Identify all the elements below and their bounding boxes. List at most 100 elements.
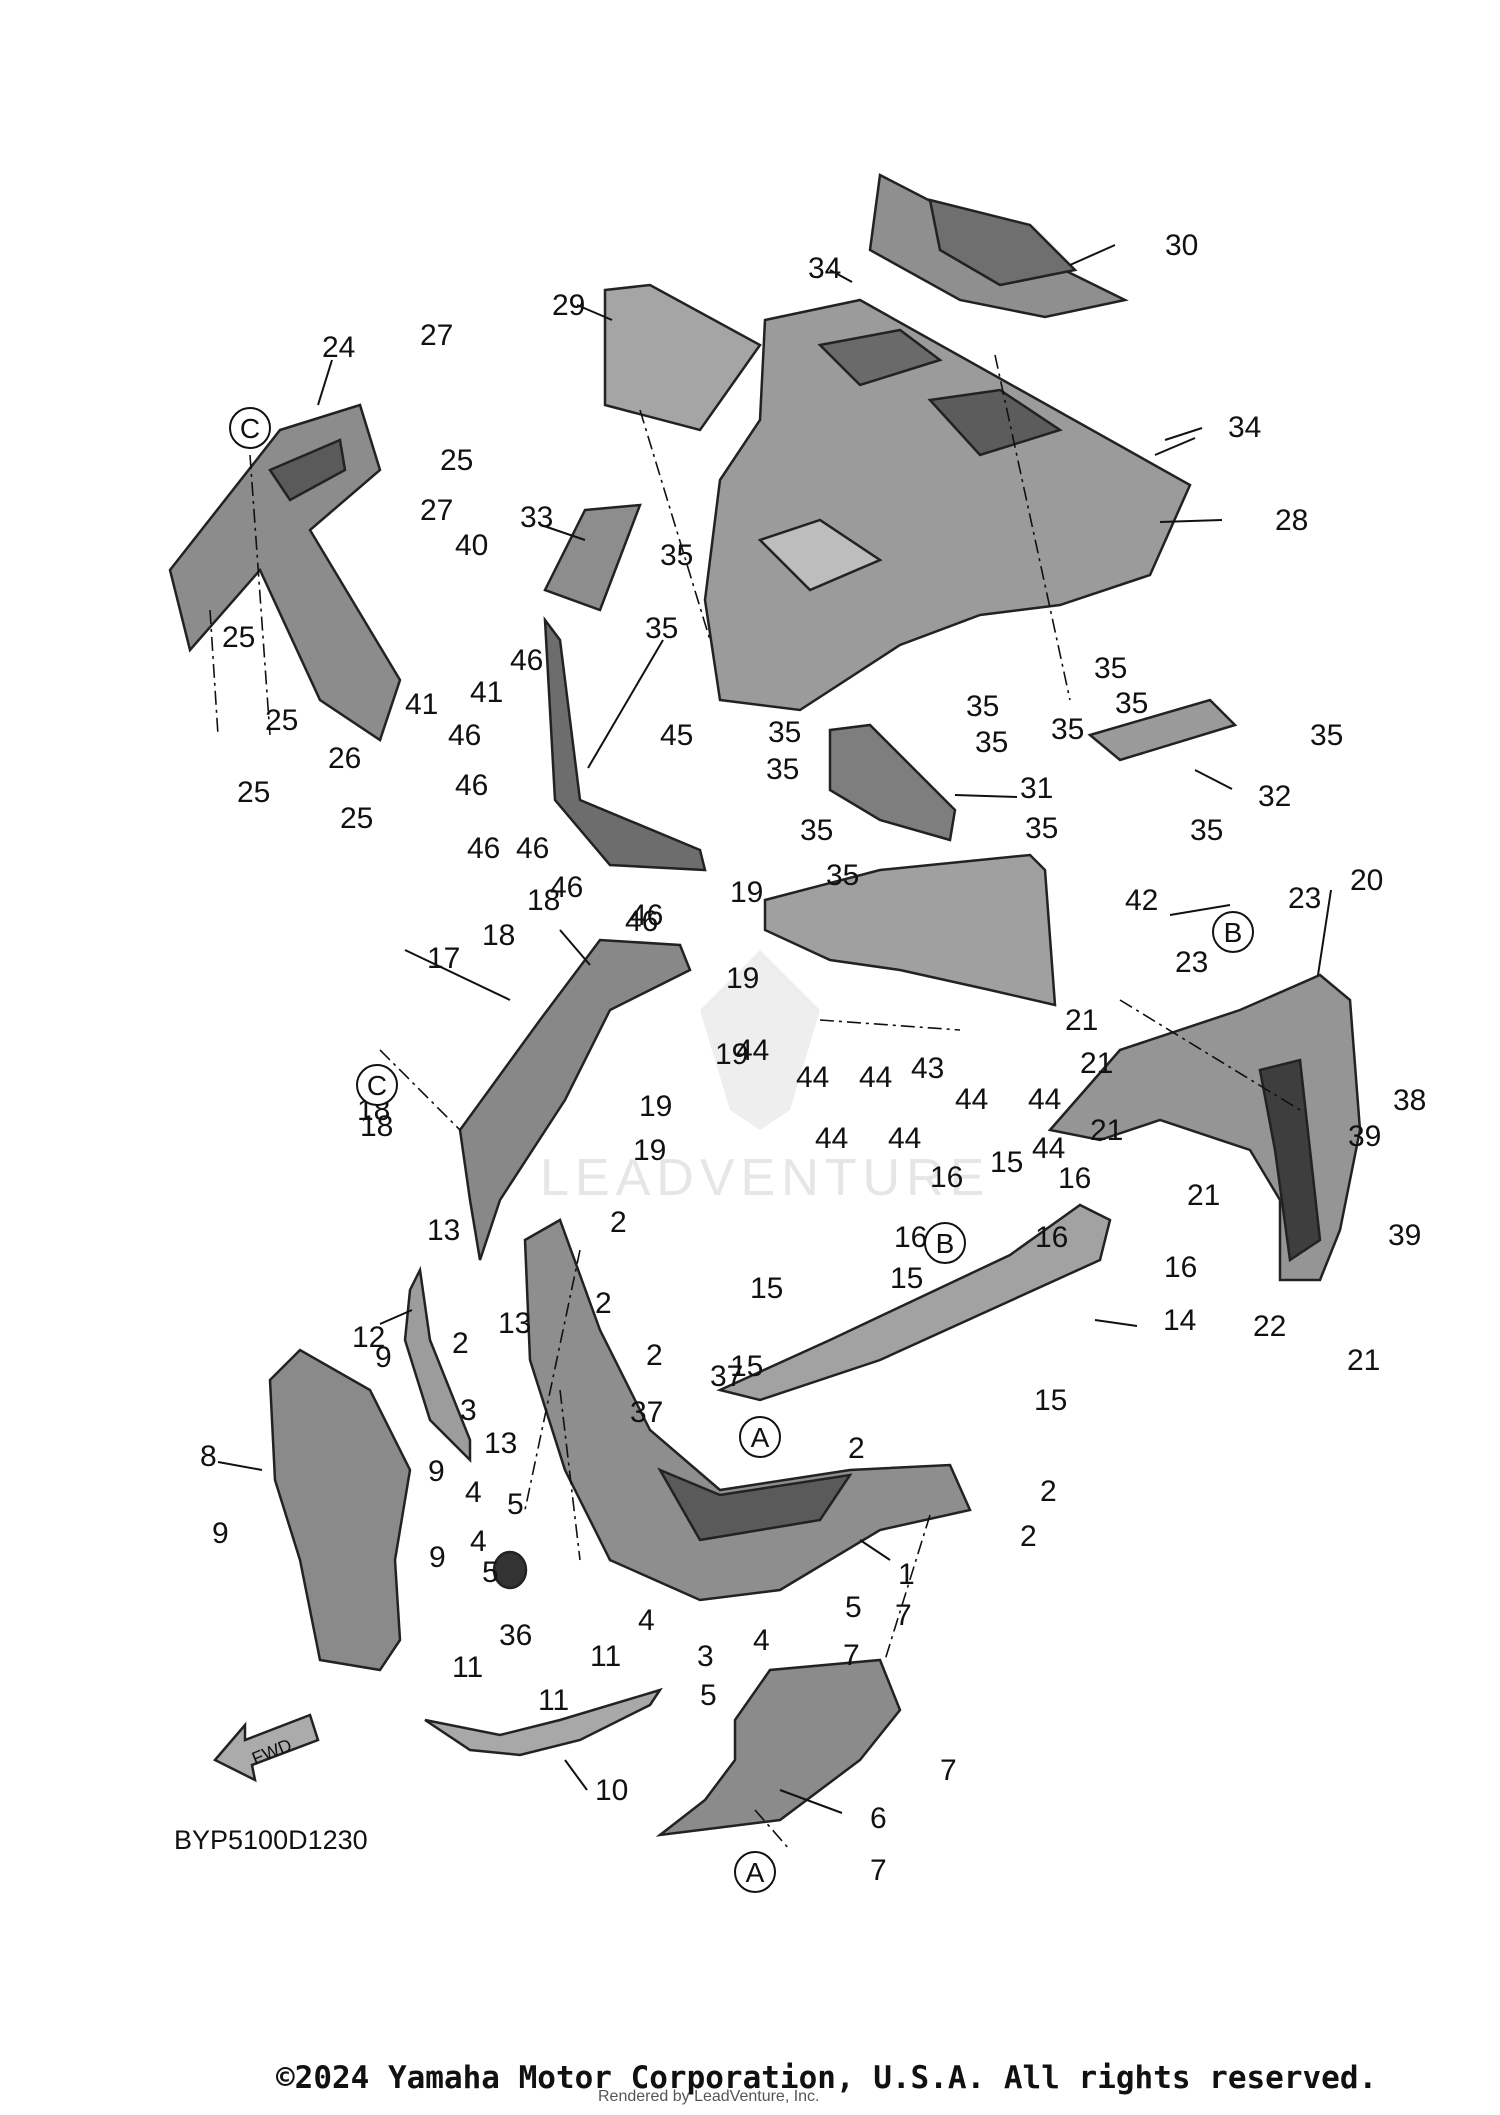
callout-46: 46: [625, 905, 658, 938]
callout-9: 9: [428, 1455, 445, 1488]
callout-27: 27: [420, 494, 453, 527]
callout-10: 10: [595, 1774, 628, 1807]
callout-2: 2: [452, 1327, 469, 1360]
callout-28: 28: [1275, 504, 1308, 537]
svg-text:B: B: [936, 1228, 955, 1259]
reference-marker-c: C: [229, 407, 271, 449]
callout-13: 13: [427, 1214, 460, 1247]
callout-15: 15: [890, 1262, 923, 1295]
reference-marker-b: B: [1212, 911, 1254, 953]
callout-15: 15: [730, 1350, 763, 1383]
callout-37: 37: [710, 1360, 743, 1393]
callout-32: 32: [1258, 780, 1291, 813]
callout-16: 16: [930, 1161, 963, 1194]
callout-35: 35: [966, 690, 999, 723]
callout-39: 39: [1348, 1120, 1381, 1153]
callout-46: 46: [448, 719, 481, 752]
callout-46: 46: [467, 832, 500, 865]
reference-marker-a: A: [734, 1851, 776, 1893]
callout-46: 46: [455, 769, 488, 802]
callout-7: 7: [870, 1854, 887, 1887]
callout-4: 4: [753, 1624, 770, 1657]
callout-2: 2: [1020, 1520, 1037, 1553]
callout-35: 35: [1190, 814, 1223, 847]
callout-19: 19: [633, 1134, 666, 1167]
callout-35: 35: [1094, 652, 1127, 685]
callout-15: 15: [750, 1272, 783, 1305]
part-32: [1087, 698, 1238, 762]
callout-18: 18: [482, 919, 515, 952]
reference-marker-b: B: [924, 1222, 966, 1264]
callout-33: 33: [520, 501, 553, 534]
callout-12: 12: [352, 1321, 385, 1354]
callout-13: 13: [484, 1427, 517, 1460]
part-29: [603, 283, 762, 432]
callout-21: 21: [1090, 1114, 1123, 1147]
callout-44: 44: [1032, 1132, 1065, 1165]
callout-27: 27: [420, 319, 453, 352]
callout-19: 19: [726, 962, 759, 995]
callout-5: 5: [845, 1591, 862, 1624]
callout-19: 19: [639, 1090, 672, 1123]
callout-35: 35: [766, 753, 799, 786]
callout-46: 46: [550, 871, 583, 904]
callout-11: 11: [538, 1684, 569, 1717]
callout-7: 7: [843, 1639, 860, 1672]
callout-26: 26: [328, 742, 361, 775]
copyright-notice: ©2024 Yamaha Motor Corporation, U.S.A. A…: [276, 2060, 1378, 2096]
callout-37: 37: [630, 1396, 663, 1429]
callout-44: 44: [796, 1061, 829, 1094]
callout-44: 44: [815, 1122, 848, 1155]
assembly-dash-lines: [209, 354, 1301, 1851]
callout-25: 25: [222, 621, 255, 654]
part-42: [763, 853, 1057, 1007]
callout-36: 36: [499, 1619, 532, 1652]
callout-8: 8: [200, 1440, 217, 1473]
part-14: [716, 1203, 1112, 1402]
fwd-arrow-icon: FWD: [213, 1713, 320, 1783]
part-shapes: FWD: [168, 173, 1362, 1837]
svg-text:B: B: [1224, 917, 1243, 948]
callout-19: 19: [715, 1038, 748, 1071]
callout-17: 17: [427, 942, 460, 975]
leader-lines: [217, 244, 1332, 1814]
callout-5: 5: [507, 1488, 524, 1521]
part-12: [403, 1265, 472, 1464]
callout-6: 6: [870, 1802, 887, 1835]
callout-13: 13: [498, 1307, 531, 1340]
reference-marker-c: C: [356, 1064, 398, 1106]
callout-35: 35: [645, 612, 678, 645]
part-28: [703, 298, 1192, 712]
callout-40: 40: [455, 529, 488, 562]
svg-text:C: C: [367, 1070, 387, 1101]
callout-5: 5: [482, 1556, 499, 1589]
callout-3: 3: [697, 1640, 714, 1673]
callout-46: 46: [630, 899, 663, 932]
callout-38: 38: [1393, 1084, 1426, 1117]
callout-23: 23: [1288, 882, 1321, 915]
callout-21: 21: [1080, 1047, 1113, 1080]
callout-11: 11: [590, 1640, 621, 1673]
callout-24: 24: [322, 331, 355, 364]
callout-16: 16: [1164, 1251, 1197, 1284]
part-1: [523, 1218, 972, 1602]
callout-35: 35: [975, 726, 1008, 759]
callout-5: 5: [700, 1679, 717, 1712]
callout-44: 44: [736, 1034, 769, 1067]
callout-44: 44: [1028, 1083, 1061, 1116]
rendered-by-note: Rendered by LeadVenture, Inc.: [598, 2088, 820, 2105]
part-31: [828, 723, 957, 842]
callout-23: 23: [1175, 946, 1208, 979]
callout-35: 35: [660, 539, 693, 572]
part-6: [655, 1658, 902, 1837]
callout-19: 19: [730, 876, 763, 909]
callout-35: 35: [768, 716, 801, 749]
callout-16: 16: [1035, 1221, 1068, 1254]
part-10: [424, 1687, 663, 1757]
callout-16: 16: [894, 1221, 927, 1254]
callout-15: 15: [990, 1146, 1023, 1179]
callout-25: 25: [340, 802, 373, 835]
callout-20: 20: [1350, 864, 1383, 897]
